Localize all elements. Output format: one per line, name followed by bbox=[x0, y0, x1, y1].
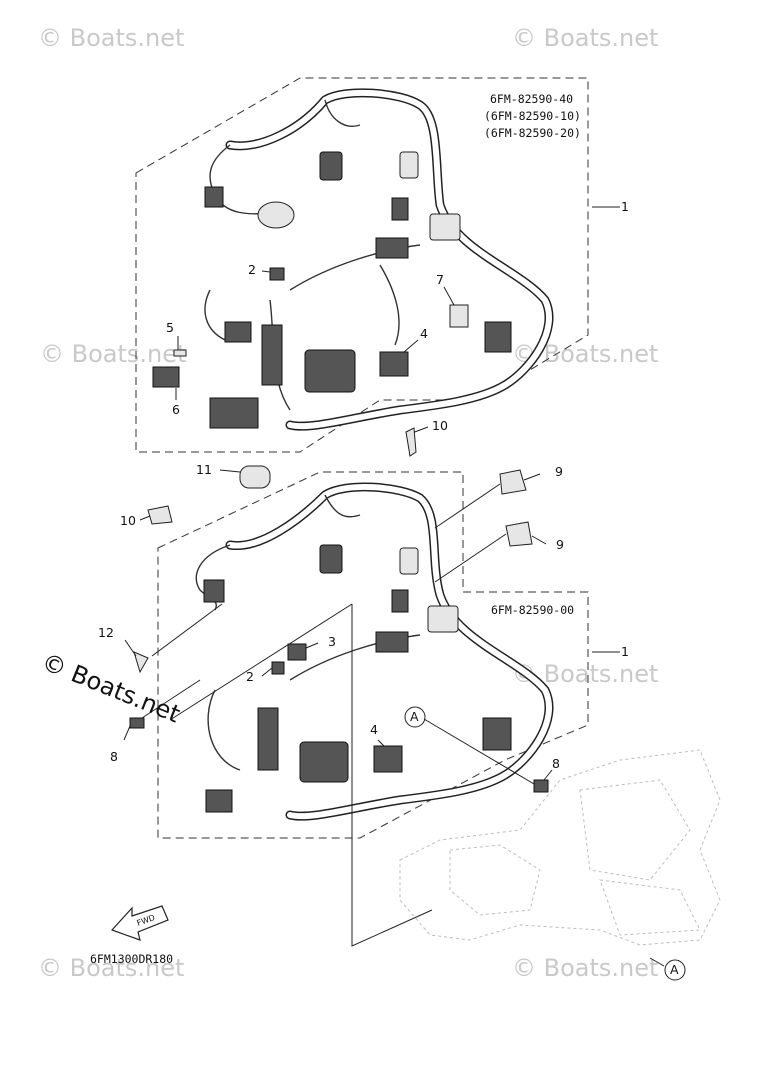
reference-marker-label: A bbox=[670, 962, 679, 977]
connector bbox=[209, 397, 259, 429]
connector bbox=[484, 321, 512, 353]
coupler bbox=[427, 605, 459, 633]
watermark: © Boats.net bbox=[40, 340, 186, 368]
callout-4: 4 bbox=[420, 326, 428, 341]
connector bbox=[375, 237, 409, 259]
watermark: © Boats.net bbox=[38, 24, 184, 52]
callout-8: 8 bbox=[552, 756, 560, 771]
clamp-9 bbox=[505, 521, 533, 547]
reference-marker-a bbox=[664, 959, 686, 981]
connector bbox=[203, 579, 225, 603]
connector bbox=[257, 707, 279, 771]
bolt-8 bbox=[129, 717, 145, 729]
part-number: (6FM-82590-10) bbox=[484, 109, 581, 123]
callout-1: 1 bbox=[621, 199, 629, 214]
callout-3: 3 bbox=[328, 634, 336, 649]
grommet-11 bbox=[239, 465, 271, 489]
relay-unit bbox=[299, 741, 349, 783]
reference-marker-a bbox=[404, 706, 426, 728]
connector bbox=[449, 304, 469, 328]
clamp-9 bbox=[499, 469, 527, 495]
connector bbox=[391, 197, 409, 221]
connector bbox=[391, 589, 409, 613]
callout-2: 2 bbox=[248, 262, 256, 277]
reference-marker-label: A bbox=[410, 709, 419, 724]
terminal bbox=[173, 349, 187, 357]
callout-12: 12 bbox=[98, 625, 114, 640]
part-number: 6FM-82590-40 bbox=[490, 92, 573, 106]
connector bbox=[287, 643, 307, 661]
connector bbox=[482, 717, 512, 751]
connector bbox=[399, 547, 419, 575]
coupler bbox=[429, 213, 461, 241]
watermark: © Boats.net bbox=[512, 24, 658, 52]
callout-10: 10 bbox=[432, 418, 448, 433]
connector bbox=[319, 544, 343, 574]
callout-10: 10 bbox=[120, 513, 136, 528]
tie-strap bbox=[405, 427, 417, 457]
forward-arrow-icon: FWD bbox=[110, 905, 169, 941]
part-number: 6FM-82590-00 bbox=[491, 603, 574, 617]
connector bbox=[224, 321, 252, 343]
part-number: (6FM-82590-20) bbox=[484, 126, 581, 140]
connector bbox=[379, 351, 409, 377]
connector bbox=[373, 745, 403, 773]
callout-9: 9 bbox=[555, 464, 563, 479]
lower-assembly: 6FM-82590-00 bbox=[98, 462, 629, 947]
callout-6: 6 bbox=[172, 402, 180, 417]
tie-strap-10 bbox=[147, 505, 173, 525]
callout-5: 5 bbox=[166, 320, 174, 335]
clamp bbox=[271, 661, 285, 675]
connector bbox=[205, 789, 233, 813]
grommet bbox=[257, 201, 295, 229]
clamp bbox=[269, 267, 285, 281]
band-12 bbox=[133, 651, 149, 674]
connector bbox=[204, 186, 224, 208]
callout-11: 11 bbox=[196, 462, 212, 477]
bolt-8 bbox=[533, 779, 549, 793]
connector bbox=[319, 151, 343, 181]
connector bbox=[152, 366, 180, 388]
diagram-code: 6FM1300DR180 bbox=[90, 952, 173, 966]
watermark: © Boats.net bbox=[38, 954, 184, 982]
connector bbox=[399, 151, 419, 179]
connector bbox=[261, 324, 283, 386]
lower-assembly-outline bbox=[157, 471, 589, 839]
callout-1: 1 bbox=[621, 644, 629, 659]
callout-4: 4 bbox=[370, 722, 378, 737]
watermark: © Boats.net bbox=[512, 954, 658, 982]
watermark-main: © Boats.net bbox=[38, 648, 184, 729]
relay-unit bbox=[304, 349, 356, 393]
callout-2: 2 bbox=[246, 669, 254, 684]
callout-9: 9 bbox=[556, 537, 564, 552]
callout-7: 7 bbox=[436, 272, 444, 287]
upper-assembly: 6FM-82590-40 (6FM-82590-10) (6FM-82590-2… bbox=[135, 77, 629, 457]
engine-outline: A bbox=[399, 749, 721, 981]
callout-8: 8 bbox=[110, 749, 118, 764]
connector bbox=[375, 631, 409, 653]
